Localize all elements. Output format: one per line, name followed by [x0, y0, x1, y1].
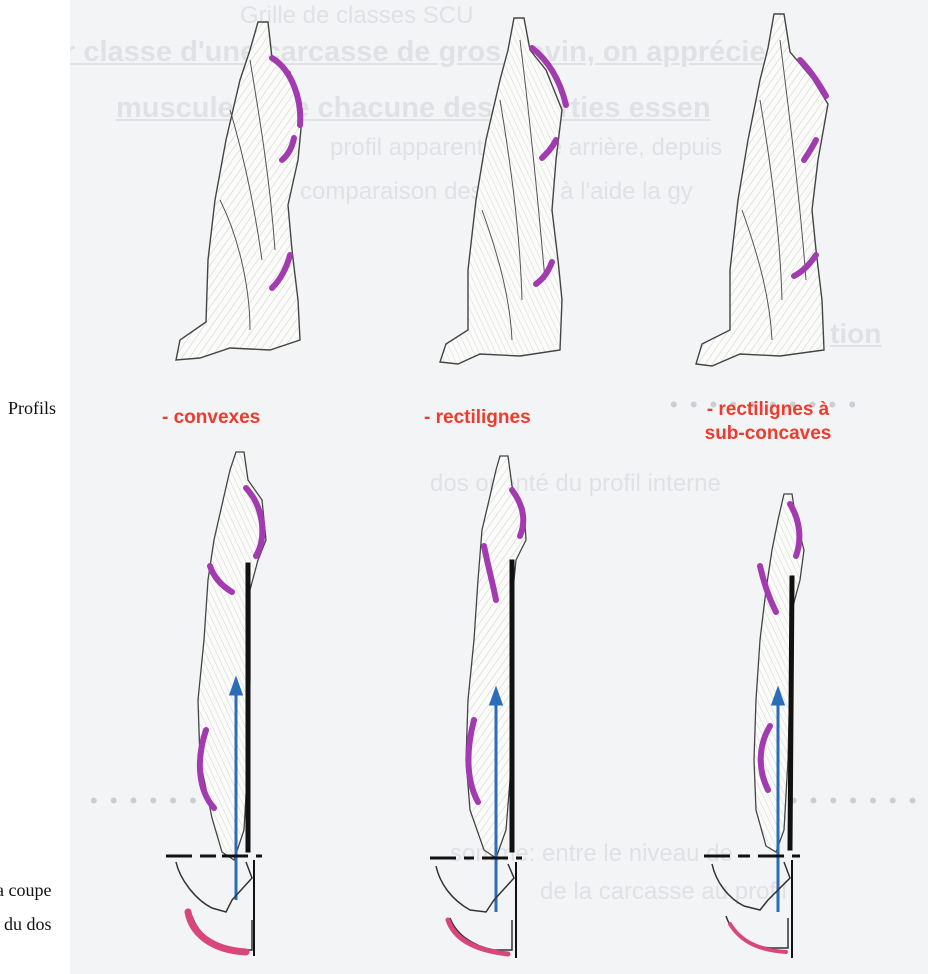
carcass-top-rectiligne — [440, 18, 562, 364]
back-section-subconcave — [704, 856, 800, 958]
profile-label-subconcaves-line2: sub-concaves — [688, 422, 848, 446]
carcass-top-convexe — [176, 22, 302, 360]
profile-label-subconcaves: - rectilignes à sub-concaves — [688, 398, 848, 446]
profile-label-rectilignes: - rectilignes — [424, 406, 531, 430]
back-section-convexe — [166, 856, 262, 956]
label-coupe-line2: du dos — [4, 914, 52, 935]
label-profils: Profils — [8, 398, 56, 419]
profile-label-convexes: - convexes — [162, 406, 260, 430]
profile-label-subconcaves-line1: - rectilignes à — [688, 398, 848, 422]
label-coupe-line1: a coupe — [0, 880, 51, 901]
back-reference-lines — [248, 562, 792, 850]
back-section-rectiligne — [430, 858, 522, 958]
